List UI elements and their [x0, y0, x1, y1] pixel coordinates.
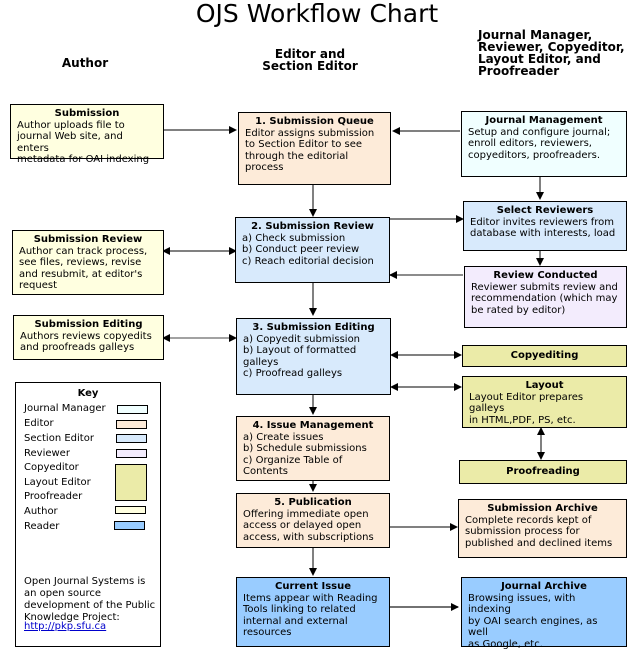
box-title: 3. Submission Editing: [252, 322, 375, 333]
box-layout: Layout Layout Editor prepares galleys in…: [462, 376, 627, 428]
box-author-submission-editing: Submission Editing Authors reviews copye…: [13, 315, 164, 360]
box-title: Submission Archive: [487, 503, 598, 514]
swatch-editor: [116, 420, 147, 429]
column-header-editor: Editor and Section Editor: [262, 47, 358, 73]
swatch-author: [115, 506, 146, 514]
footer-text: Open Journal Systems is an open source d…: [24, 576, 156, 623]
key-label-reviewer: Reviewer: [24, 448, 70, 459]
key-label-section-editor: Section Editor: [24, 433, 94, 444]
box-journal-management: Journal Management Setup and configure j…: [461, 111, 627, 177]
key-label-author: Author: [24, 506, 58, 517]
box-body: Editor assigns submission to Section Edi…: [245, 127, 375, 174]
box-title: 1. Submission Queue: [255, 116, 374, 127]
swatch-reader: [114, 521, 145, 530]
pkp-link[interactable]: http://pkp.sfu.ca: [24, 621, 107, 632]
box-title: Submission Review: [33, 234, 143, 245]
column-header-author: Author: [61, 56, 109, 70]
box-body: a) Check submission b) Conduct peer revi…: [242, 232, 374, 267]
box-body: Authors reviews copyedits and proofreads…: [20, 330, 152, 354]
box-body: a) Copyedit submission b) Layout of form…: [243, 333, 361, 380]
box-copyediting: Copyediting: [462, 345, 627, 367]
box-body: Author can track process, see files, rev…: [19, 245, 148, 292]
key-label-reader: Reader: [24, 521, 60, 532]
box-title: 5. Publication: [274, 497, 352, 508]
box-submission-editing: 3. Submission Editing a) Copyedit submis…: [236, 318, 391, 395]
box-body: Reviewer submits review and recommendati…: [471, 281, 618, 316]
box-title: Current Issue: [274, 581, 351, 592]
box-title: 4. Issue Management: [252, 420, 374, 431]
box-publication: 5. Publication Offering immediate open a…: [236, 493, 390, 548]
key-label-layout-editor: Layout Editor: [24, 477, 91, 488]
box-title: Proofreading: [506, 466, 580, 478]
box-title: Journal Management: [485, 115, 603, 126]
swatch-section-editor: [116, 434, 147, 443]
box-title: Review Conducted: [493, 270, 598, 281]
key-label-copyeditor: Copyeditor: [24, 462, 79, 473]
box-title: 2. Submission Review: [251, 221, 374, 232]
box-body: Editor invites reviewers from database w…: [470, 216, 616, 240]
box-title: Submission: [54, 108, 120, 119]
box-body: Items appear with Reading Tools linking …: [243, 592, 378, 639]
box-body: Setup and configure journal; enroll edit…: [468, 126, 611, 161]
swatch-copyeditor-layout-proofreader: [115, 464, 147, 501]
key-label-editor: Editor: [24, 418, 54, 429]
swatch-reviewer: [116, 449, 147, 458]
box-title: Layout: [525, 380, 564, 391]
box-proofreading: Proofreading: [459, 460, 627, 484]
footer-link-wrap: http://pkp.sfu.ca: [24, 621, 106, 633]
box-issue-management: 4. Issue Management a) Create issues b) …: [236, 416, 390, 481]
box-select-reviewers: Select Reviewers Editor invites reviewer…: [463, 201, 627, 251]
box-body: Offering immediate open access or delaye…: [243, 508, 374, 543]
box-body: Browsing issues, with indexing by OAI se…: [468, 592, 598, 650]
box-body: Author uploads file to journal Web site,…: [17, 119, 150, 166]
box-author-submission: Submission Author uploads file to journa…: [10, 104, 164, 165]
key-label-proofreader: Proofreader: [24, 491, 83, 502]
box-body: Complete records kept of submission proc…: [465, 514, 613, 549]
swatch-journal-manager: [117, 405, 148, 414]
box-submission-archive: Submission Archive Complete records kept…: [458, 499, 627, 558]
box-body: a) Create issues b) Schedule submissions…: [243, 431, 367, 478]
chart-title: OJS Workflow Chart: [195, 0, 439, 28]
key-title: Key: [77, 388, 99, 399]
box-body: Layout Editor prepares galleys in HTML,P…: [469, 391, 584, 426]
box-submission-queue: 1. Submission Queue Editor assigns submi…: [238, 112, 391, 185]
box-current-issue: Current Issue Items appear with Reading …: [236, 577, 390, 647]
box-submission-review: 2. Submission Review a) Check submission…: [235, 217, 390, 283]
box-title: Copyediting: [510, 350, 579, 362]
box-journal-archive: Journal Archive Browsing issues, with in…: [461, 577, 627, 650]
box-review-conducted: Review Conducted Reviewer submits review…: [464, 266, 627, 328]
column-header-others: Journal Manager, Reviewer, Copyeditor, L…: [478, 28, 625, 78]
box-author-submission-review: Submission Review Author can track proce…: [12, 230, 164, 295]
key-label-journal-manager: Journal Manager: [24, 403, 106, 414]
box-title: Journal Archive: [501, 581, 587, 592]
box-title: Select Reviewers: [496, 205, 594, 216]
box-title: Submission Editing: [34, 319, 143, 330]
